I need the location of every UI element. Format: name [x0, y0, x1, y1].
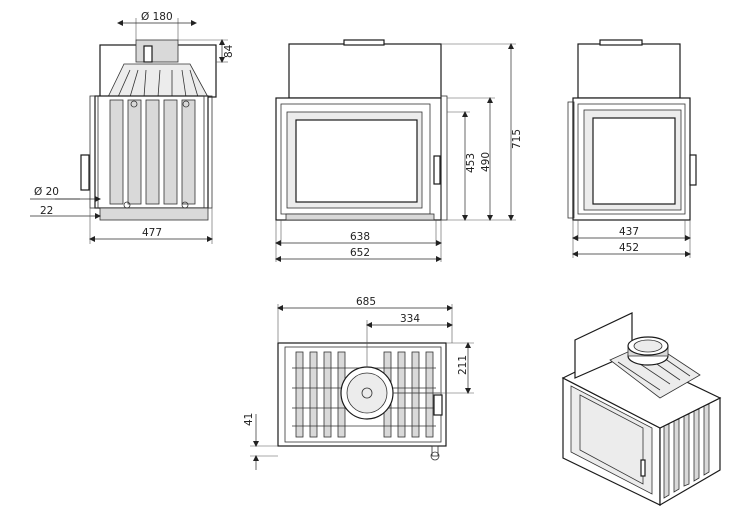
isometric-view [561, 312, 722, 507]
dim-total-height: 715 [511, 129, 523, 149]
top-view: 685 334 211 41 [243, 296, 474, 470]
dim-top-height: 84 [223, 44, 235, 58]
dim-inlet-offset: 22 [40, 205, 53, 217]
side-window-view: 437 452 [567, 39, 697, 258]
dim-flue-offset-y: 211 [457, 355, 469, 375]
dim-side-depth: 477 [142, 227, 162, 239]
dim-bottom-offset: 41 [243, 413, 255, 426]
dim-inlet-diameter: Ø 20 [34, 186, 59, 198]
dim-door-height: 490 [480, 152, 492, 172]
dim-front-width: 652 [350, 247, 370, 259]
dim-door-width: 638 [350, 231, 370, 243]
side-fins [109, 99, 196, 205]
dim-top-width: 685 [356, 296, 376, 308]
dim-glass-height: 453 [465, 153, 477, 173]
side-view: Ø 180 84 Ø 20 22 477 [30, 11, 235, 244]
dim-side-width: 452 [619, 242, 639, 254]
dim-flue-diameter: Ø 180 [141, 11, 173, 23]
dim-side-window-width: 437 [619, 226, 639, 238]
dim-flue-offset-x: 334 [400, 313, 420, 325]
front-view: 453 490 715 638 652 [275, 39, 523, 262]
